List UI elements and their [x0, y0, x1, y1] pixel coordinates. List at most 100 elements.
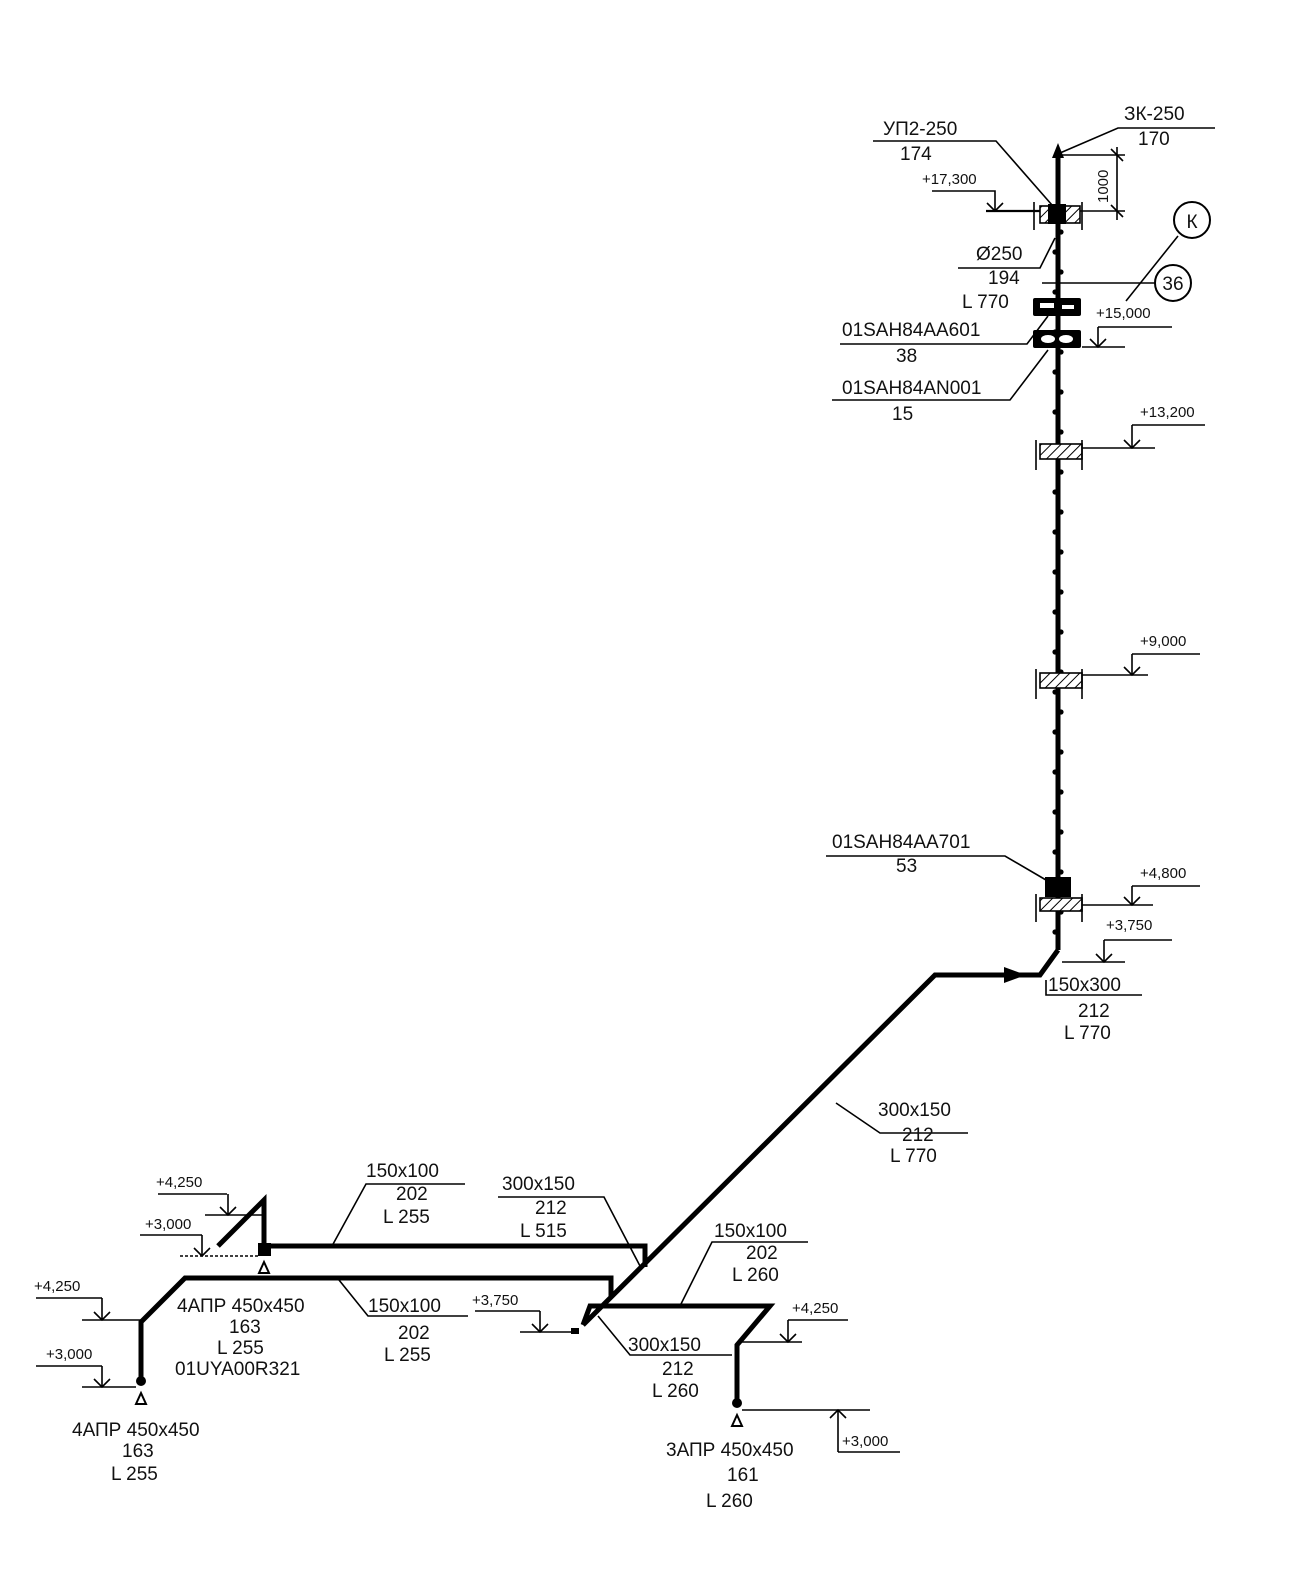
elevation-4250-top: +4,250 — [156, 1174, 202, 1191]
flow-arrow-icon — [1004, 967, 1026, 983]
duct-label-150x100-255-top: 150x100 202 L 255 — [331, 1161, 465, 1247]
grille-0-tag: 01UYA00R321 — [175, 1359, 300, 1380]
deflector-label: ЗК-250 170 — [1059, 104, 1215, 154]
grille-2-name: 3АПР 450x450 — [666, 1440, 794, 1461]
equipment-aa601-name: 01SAH84AA601 — [842, 320, 980, 341]
riser-bead — [1052, 609, 1058, 615]
elevation-13200: +13,200 — [1140, 404, 1195, 421]
riser-bead — [1052, 529, 1058, 535]
slab-17300: +17,300 — [922, 171, 1083, 230]
riser-bead — [1058, 709, 1064, 715]
duct-1-size: 300x150 — [878, 1100, 951, 1121]
riser-bead — [1052, 849, 1058, 855]
elevation-3750-riser: +3,750 — [1106, 917, 1152, 934]
riser-bead — [1058, 469, 1064, 475]
duct-1-length: L 770 — [890, 1146, 937, 1167]
duct-0-length: L 770 — [1064, 1023, 1111, 1044]
riser-bead — [1058, 869, 1064, 875]
equipment-aa601-pos: 38 — [896, 346, 917, 367]
grille-label-right: 3АПР 450x450 161 L 260 — [666, 1440, 794, 1512]
grille-1-pos: 163 — [122, 1441, 154, 1462]
deflector-pos: 170 — [1138, 129, 1170, 150]
duct-3-pos: 212 — [535, 1198, 567, 1219]
riser-bead — [1052, 569, 1058, 575]
duct-5-length: L 255 — [384, 1345, 431, 1366]
riser-length: L 770 — [962, 292, 1009, 313]
riser-bead — [1058, 429, 1064, 435]
right-branch-duct — [580, 1303, 776, 1427]
equipment-aa701-pos: 53 — [896, 856, 917, 877]
duct-4-pos: 202 — [746, 1243, 778, 1264]
grille-label-left: 4АПР 450x450 163 L 255 — [72, 1420, 200, 1485]
duct-2-length: L 255 — [383, 1207, 430, 1228]
duct-1-pos: 212 — [902, 1125, 934, 1146]
elevation-17300: +17,300 — [922, 171, 977, 188]
main-duct-run — [581, 948, 1061, 1327]
duct-label-300x150-770: 300x150 212 L 770 — [835, 1100, 968, 1167]
callout-k-text: К — [1186, 212, 1197, 233]
duct-0-size: 150x300 — [1048, 975, 1121, 996]
elevation-3000-top: +3,000 — [145, 1216, 191, 1233]
duct-6-pos: 212 — [662, 1359, 694, 1380]
elevation-mark-15000: +15,000 — [1082, 305, 1172, 349]
riser-bead — [1058, 229, 1064, 235]
duct-2-pos: 202 — [396, 1184, 428, 1205]
riser-bead — [1052, 689, 1058, 695]
grille-marker-icon — [257, 1259, 271, 1274]
callout-36-text: 36 — [1162, 274, 1183, 295]
roof-unit-pos: 174 — [900, 144, 932, 165]
grille-2-pos: 161 — [727, 1465, 759, 1486]
duct-6-length: L 260 — [652, 1381, 699, 1402]
riser-bead — [1058, 269, 1064, 275]
equipment-aa701-name: 01SAH84AA701 — [832, 832, 970, 853]
grille-1-length: L 255 — [111, 1464, 158, 1485]
callout-36: 36 — [1042, 264, 1192, 302]
grille-marker-icon — [134, 1390, 148, 1405]
duct-5-pos: 202 — [398, 1323, 430, 1344]
slab-4800: +4,800 — [1035, 865, 1200, 922]
riser-bead — [1058, 789, 1064, 795]
elevation-9000: +9,000 — [1140, 633, 1186, 650]
duct-label-150x100-255-bottom: 150x100 202 L 255 — [338, 1279, 468, 1366]
riser-spec-label: Ø250 194 L 770 — [958, 237, 1056, 313]
grille-0-length: L 255 — [217, 1338, 264, 1359]
riser-bead — [1058, 629, 1064, 635]
riser-bead — [1058, 829, 1064, 835]
riser-bead — [1058, 389, 1064, 395]
duct-label-300x150-260: 300x150 212 L 260 — [597, 1315, 732, 1402]
elevation-3000-left: +3,000 — [46, 1346, 92, 1363]
callout-k: К — [1125, 201, 1211, 302]
duct-0-pos: 212 — [1078, 1001, 1110, 1022]
equipment-an001-name: 01SAH84AN001 — [842, 378, 981, 399]
elevation-4250-left: +4,250 — [34, 1278, 80, 1295]
riser-diameter: Ø250 — [976, 244, 1022, 265]
deflector-cap-icon — [1052, 143, 1064, 158]
duct-label-150x100-260: 150x100 202 L 260 — [679, 1221, 808, 1307]
riser-bead — [1058, 509, 1064, 515]
riser-bead — [1052, 729, 1058, 735]
riser-pos: 194 — [988, 268, 1020, 289]
grille-2-length: L 260 — [706, 1491, 753, 1512]
duct-2-size: 150x100 — [366, 1161, 439, 1182]
riser-bead — [1052, 249, 1058, 255]
grille-0-pos: 163 — [229, 1317, 261, 1338]
elevation-mark-right: +4,250 +3,000 — [742, 1300, 900, 1453]
duct-4-size: 150x100 — [714, 1221, 787, 1242]
duct-3-length: L 515 — [520, 1221, 567, 1242]
elevation-3750-mid: +3,750 — [472, 1292, 518, 1309]
duct-3-size: 300x150 — [502, 1174, 575, 1195]
riser-bead — [1058, 589, 1064, 595]
grille-marker-icon — [730, 1412, 744, 1427]
duct-label-300x150-515: 300x150 212 L 515 — [498, 1174, 641, 1267]
dim-1000-label: 1000 — [1095, 170, 1112, 203]
elevation-4800: +4,800 — [1140, 865, 1186, 882]
riser-bead — [1052, 769, 1058, 775]
duct-label-150x300: 150x300 212 L 770 — [1045, 975, 1142, 1044]
elevation-3000-right: +3,000 — [842, 1433, 888, 1450]
duct-4-length: L 260 — [732, 1265, 779, 1286]
grille-0-name: 4АПР 450x450 — [177, 1296, 305, 1317]
slab-9000: +9,000 — [1035, 633, 1200, 699]
grille-label-top: 4АПР 450x450 163 L 255 01UYA00R321 — [175, 1296, 305, 1380]
deflector-name: ЗК-250 — [1124, 104, 1185, 125]
